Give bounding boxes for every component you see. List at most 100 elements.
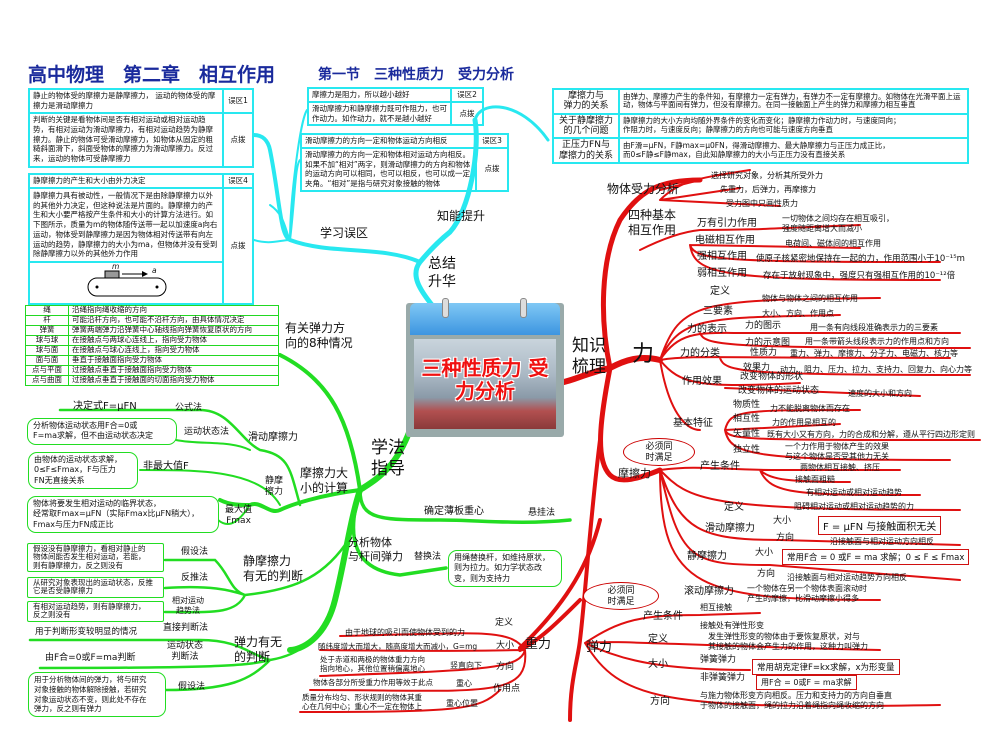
features-label: 基本特征 [673, 418, 713, 429]
mass-label: m [112, 262, 120, 271]
interaction-name: 弱相互作用 [697, 268, 747, 279]
improve-value: 静摩擦力的大小方向均随外界条件的变化而变化；静摩擦力作动力时，与速度同向； 作阻… [618, 112, 969, 140]
elastic-dir-label: 方向 [650, 696, 670, 707]
cg-label: 重心 [456, 679, 472, 688]
feature-desc: 既有大小又有方向，力的合成和分解，遵从平行四边形定则 [767, 430, 975, 439]
interaction-name: 强相互作用 [697, 251, 747, 262]
friction-condition-bubble: 必须同 时满足 [623, 438, 695, 466]
gravity-point-label: 作用点 [493, 684, 521, 694]
acceleration-label: a [152, 266, 157, 275]
mistake-tag: 误区3 [475, 133, 509, 149]
nonspring-label: 非弹簧弹力 [700, 673, 746, 683]
section-title: 第一节 三种性质力 受力分析 [318, 67, 514, 83]
gravity-size-label: 大小 [496, 641, 515, 651]
force-def: 物体与物体之间的相互作用 [762, 294, 858, 303]
improve-table: 摩擦力与 弹力的关系由弹力、摩擦力产生的条件知，有摩擦力一定有弹力，有弹力不一定… [552, 88, 969, 165]
class-desc: 重力、弹力、摩擦力、分子力、电磁力、核力等 [790, 349, 958, 358]
mistake-2-table: 摩擦力是阻力，所以越小越好误区2 滑动摩擦力和静摩擦力既可作阻力，也可作动力。如… [307, 87, 484, 127]
sliding-size-box: F = μFN 与接触面积无关 [818, 516, 942, 535]
case-direction: 可能沿杆方向，也可能不沿杆方向，由具体情况决定 [68, 315, 279, 326]
mistake-3-table: 滑动摩擦力的方向一定和物体运动方向相反误区3 滑动摩擦力的方向一定和物体相对运动… [300, 133, 509, 192]
case-name: 面与面 [25, 355, 69, 366]
reverse-box: 从研究对象表现出的运动状态，反推 它是否受静摩擦力 [27, 577, 164, 598]
effect-motion-note: 速度的大小和方向 [848, 389, 912, 398]
sliding-friction-label: 滑动摩擦力 [248, 432, 298, 443]
repr-desc: 用一条有向线段准确表示力的三要素 [810, 323, 938, 332]
summary-branch: 总结 升华 [428, 256, 456, 290]
elastic-direction-label: 有关弹力方 向的8种情况 [285, 321, 353, 350]
effect-shape: 改变物体的形状 [740, 372, 804, 382]
improve-value: 由弹力、摩擦力产生的条件知，有摩擦力一定有弹力，有弹力不一定有摩擦力。如物体在光… [618, 88, 969, 115]
state-text: 由F合=0或F=ma判断 [45, 653, 136, 663]
case-name: 球与面 [25, 345, 69, 356]
assume-label: 假设法 [181, 547, 209, 557]
cg-position-desc: 质量分布均匀、形状规则的物体其重 心在几何中心；重心不一定在物体上 [302, 693, 422, 712]
analysis-item: 受力图中只画性质力 [726, 199, 798, 208]
case-direction: 弹簧两端弹力沿弹簧中心轴线指向弹簧恢复原状的方向 [68, 325, 279, 336]
motion-method-box: 分析物体运动状态用F合=0或 F=ma求解，但不由运动状态决定 [27, 418, 177, 445]
direct-text: 用于判断形变较明显的情况 [35, 627, 138, 637]
friction-label: 摩擦力 [618, 467, 651, 480]
friction-def-label: 定义 [724, 502, 744, 513]
interaction-desc: 存在于放射现象中，强度只有强相互作用的10⁻¹²倍 [763, 271, 956, 281]
mistakes-label: 学习误区 [320, 226, 369, 240]
elastic-def: 发生弹性形变的物体由于要恢复原状，对与 其接触的物体会产生力的作用，这种力叫弹力 [708, 632, 868, 651]
mistake-tag: 误区1 [222, 88, 254, 114]
elastic-condition-bubble: 必须同 时满足 [583, 582, 659, 610]
class-name: 性质力 [750, 348, 778, 358]
mistake-tag: 误区4 [222, 173, 254, 189]
assume2-box: 用于分析物体间的弹力，将与研究 对象接触的物体解除接触，若研究 对象运动状态不变… [28, 672, 166, 717]
feature-desc: 力不能脱离物体而存在 [770, 404, 850, 413]
case-direction: 过接触点垂直于接触面指向受力物体 [68, 365, 279, 376]
static-size-label: 大小 [755, 548, 774, 558]
analysis-label: 物体受力分析 [607, 182, 680, 196]
feature-name: 相互性 [733, 414, 761, 424]
case-name: 点与曲面 [25, 375, 69, 386]
three-elements: 大小、方向、作用点 [762, 309, 834, 318]
mistake-text: 静摩擦力的产生和大小由外力决定 [28, 173, 224, 189]
formula-method-label: 公式法 [175, 403, 203, 413]
elastic-direction-row: 弹簧弹簧两端弹力沿弹簧中心轴线指向弹簧恢复原状的方向 [25, 325, 279, 336]
feature-desc: 一个力作用于物体产生的效果 与这个物体是否受其他力无关 [785, 442, 889, 461]
repr-name: 力的示意图 [745, 338, 791, 348]
rolling-desc: 一个物体在另一个物体表面滚动时 产生的摩擦，比滑动摩擦小得多 [747, 584, 867, 603]
repr-desc: 用一条带箭头线段表示力的作用点和方向 [805, 337, 949, 346]
spring-box: 常用胡克定律F=kx求解，x为形变量 [752, 659, 900, 675]
elastic-direction-row: 球与面在接触点与球心连线上，指向受力物体 [25, 345, 279, 356]
elastic-cond: 接触处有弹性形变 [700, 621, 764, 630]
interaction-name: 万有引力作用 [697, 218, 757, 229]
elastic-cond: 相互接触 [700, 603, 732, 612]
method-branch: 学法 指导 [371, 438, 405, 480]
four-interactions-label: 四种基本 相互作用 [628, 208, 677, 237]
sprinters-photo: 三种性质力 受力分析 [414, 339, 556, 429]
feature-desc: 力的作用是相互的 [772, 418, 836, 427]
classification-label: 力的分类 [680, 348, 720, 359]
class-name: 效果力 [743, 363, 771, 373]
rolling-label: 滚动摩擦力 [684, 586, 734, 597]
conveyor-belt-icon [87, 270, 167, 297]
hint-tag: 点拨 [450, 100, 484, 127]
hint-text: 滑动摩擦力和静摩擦力既可作阻力，也可作动力。如作动力，就不是越小越好 [307, 100, 452, 127]
elastic-cond-label: 产生条件 [643, 611, 683, 622]
sliding-label: 滑动摩擦力 [705, 523, 755, 534]
hint-tag: 点拨 [222, 111, 254, 168]
improve-value: 由F滑=μFN，F静max=μ0FN，得滑动摩擦力、最大静摩擦力与正压力成正比，… [618, 137, 969, 165]
feature-name: 矢量性 [733, 429, 761, 439]
mistake-text: 静止的物体受的摩擦力是静摩擦力， 运动的物体受的摩擦力是滑动摩擦力 [28, 88, 224, 114]
force-def-label: 定义 [710, 286, 730, 297]
hint-tag: 点拨 [222, 187, 254, 305]
improve-key: 摩擦力与 弹力的关系 [552, 88, 620, 115]
class-desc: 动力、阻力、压力、拉力、支持力、回复力、向心力等 [780, 365, 972, 374]
friction-cond-label: 产生条件 [700, 461, 740, 472]
replace-box: 用绳替换杆，如维持原状， 则为拉力。如力学状态改 变，则为支持力 [448, 550, 562, 588]
max-label: 最大值 Fmax [225, 505, 253, 527]
elastic-direction-row: 绳沿绳指向绳收缩的方向 [25, 305, 279, 316]
three-elements-label: 三要素 [703, 306, 733, 317]
cg-desc: 物体各部分所受重力作用等效于此点 [313, 678, 433, 687]
elastic-direction-row: 点与曲面过接触点垂直于接触面的切面指向受力物体 [25, 375, 279, 386]
gravity-def-label: 定义 [495, 618, 514, 628]
mistake-1-table: 静止的物体受的摩擦力是静摩擦力， 运动的物体受的摩擦力是滑动摩擦力误区1 判断的… [28, 88, 254, 168]
mistake-tag: 误区2 [450, 87, 484, 103]
case-name: 弹簧 [25, 325, 69, 336]
